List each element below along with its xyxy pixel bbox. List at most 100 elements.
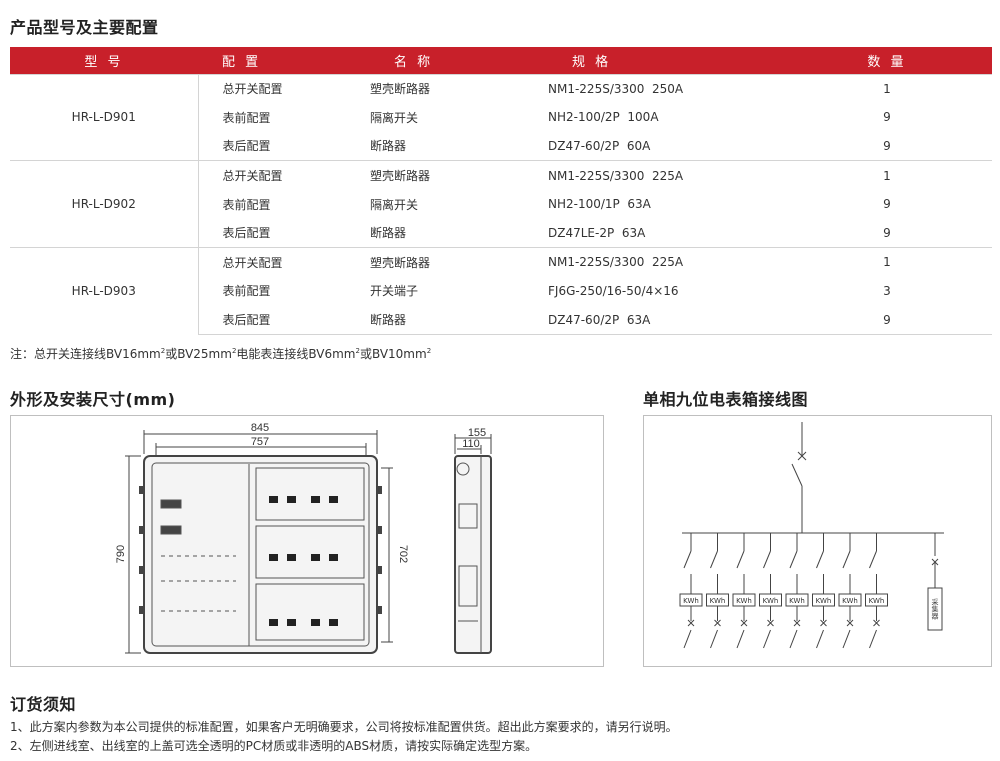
order-title: 订货须知: [10, 695, 77, 714]
width-inner-label: 757: [251, 436, 269, 448]
name-cell: 断路器: [370, 131, 548, 162]
header-config: 配 置: [222, 54, 262, 70]
table-row: 表前配置 隔离开关 NH2-100/1P 63A 9: [10, 190, 992, 219]
kwh-meter-label: KWh: [763, 597, 779, 605]
header-qty: 数 量: [867, 54, 907, 70]
enclosure-front-outer: [143, 455, 378, 654]
isolator-blade: [842, 550, 851, 569]
name-cell: 塑壳断路器: [370, 247, 548, 277]
breaker-mark: [820, 619, 827, 627]
width-outer-label: 845: [251, 422, 269, 434]
note-part-2: 或BV25mm: [165, 347, 232, 361]
name-cell: 塑壳断路器: [370, 160, 548, 190]
order-line-1: 1、此方案内参数为本公司提供的标准配置，如果客户无明确要求，公司将按标准配置供货…: [10, 720, 678, 734]
collector-label: 采集器: [931, 598, 939, 621]
name-cell: 隔离开关: [370, 110, 419, 125]
meter-branch: [812, 533, 835, 649]
table-row: 表后配置 断路器 DZ47LE-2P 63A 9: [10, 218, 992, 249]
qty-cell: 1: [782, 160, 992, 190]
spec-table: 型 号 配 置 名 称 规 格 数 量 HR-L-D901 总开关配置 塑壳断路…: [10, 47, 992, 335]
note-sup: 2: [426, 347, 432, 355]
qty-cell: 1: [782, 247, 992, 277]
isolator-blade: [789, 550, 798, 569]
config-cell: 表前配置: [222, 110, 271, 125]
header-model: 型 号: [84, 54, 124, 70]
isolator-blade: [710, 550, 718, 569]
breaker-blade: [710, 629, 718, 649]
dimension-drawing: 845 757 790 702 155 110: [115, 422, 492, 654]
left-compartment: [160, 464, 250, 646]
kwh-meter-label: KWh: [816, 597, 832, 605]
kwh-meter-label: KWh: [683, 597, 699, 605]
config-cell: 表后配置: [198, 305, 370, 335]
qty-cell: 9: [782, 131, 992, 162]
breaker-mark: [714, 619, 721, 627]
height-dimension-lines: [125, 455, 393, 654]
note-sup: 2: [355, 347, 360, 355]
name-cell: 隔离开关: [370, 197, 419, 212]
spec-cell: DZ47-60/2P 60A: [548, 131, 782, 162]
breaker-blade: [736, 629, 745, 649]
config-cell: 表前配置: [222, 197, 271, 212]
height-inner-label: 702: [397, 545, 409, 563]
note-part-3: 电能表连接线BV6mm: [236, 347, 356, 361]
isolator-blade: [816, 550, 824, 569]
enclosure-side-view: [454, 455, 492, 654]
qty-cell: 9: [883, 197, 891, 212]
config-cell: 表后配置: [198, 131, 370, 162]
table-row: 表前配置 隔离开关 NH2-100/2P 100A 9: [10, 103, 992, 132]
isolator-blade: [736, 550, 745, 569]
dims-title: 外形及安装尺寸(mm): [10, 390, 176, 409]
breaker-mark: [687, 619, 695, 627]
spec-table-container: 型 号 配 置 名 称 规 格 数 量 HR-L-D901 总开关配置 塑壳断路…: [10, 47, 992, 335]
qty-cell: 9: [782, 218, 992, 249]
table-header-row: 型 号 配 置 名 称 规 格 数 量: [10, 47, 992, 74]
kwh-meter-label: KWh: [710, 597, 726, 605]
meter-branch: [679, 533, 703, 649]
spec-cell: DZ47-60/2P 63A: [548, 305, 782, 335]
breaker-mark: [846, 619, 854, 627]
spec-cell: FJ6G-250/16-50/4×16: [548, 283, 679, 298]
kwh-meter-label: KWh: [789, 597, 805, 605]
config-cell: 总开关配置: [198, 247, 370, 277]
note-sup: 2: [160, 347, 166, 355]
side-view-details: [456, 456, 482, 653]
meter-compartments: [255, 467, 365, 641]
height-outer-label: 790: [115, 545, 127, 563]
config-cell: 表后配置: [198, 218, 370, 249]
breaker-blade: [842, 629, 851, 649]
model-cell: HR-L-D902: [10, 160, 199, 248]
config-cell: 总开关配置: [198, 160, 370, 190]
name-cell: 断路器: [370, 218, 548, 249]
table-row: HR-L-D902 总开关配置 塑壳断路器 NM1-225S/3300 225A…: [10, 160, 992, 248]
breaker-blade: [763, 629, 771, 649]
meter-branch: [759, 533, 782, 649]
isolator-blade: [763, 550, 771, 569]
wiring-note: 注：总开关连接线BV16mm2或BV25mm2电能表连接线BV6mm2或BV10…: [10, 345, 431, 362]
header-spec: 规 格: [572, 54, 612, 70]
name-cell: 塑壳断路器: [370, 73, 548, 104]
note-part-4: 或BV10mm: [359, 347, 427, 361]
table-row: HR-L-D901 总开关配置 塑壳断路器 NM1-225S/3300 250A…: [10, 73, 992, 161]
meter-branch: [785, 533, 809, 649]
spec-cell: NM1-225S/3300 225A: [548, 160, 782, 190]
kwh-meter-label: KWh: [842, 597, 858, 605]
name-cell: 开关端子: [370, 284, 419, 299]
meter-branch: [706, 533, 729, 649]
breaker-mark: [793, 619, 801, 627]
breaker-blade: [683, 629, 692, 649]
breaker-blade: [816, 629, 824, 649]
isolator-blade: [869, 550, 877, 569]
side-clips: [139, 486, 382, 614]
name-cell: 断路器: [370, 305, 548, 335]
qty-cell: 3: [883, 283, 891, 298]
breaker-mark: [740, 619, 748, 627]
depth-outer-label: 155: [468, 427, 486, 439]
note-sup: 2: [231, 347, 237, 355]
spec-cell: DZ47LE-2P 63A: [548, 218, 782, 249]
config-cell: 总开关配置: [198, 73, 370, 104]
page-title: 产品型号及主要配置: [10, 18, 159, 37]
